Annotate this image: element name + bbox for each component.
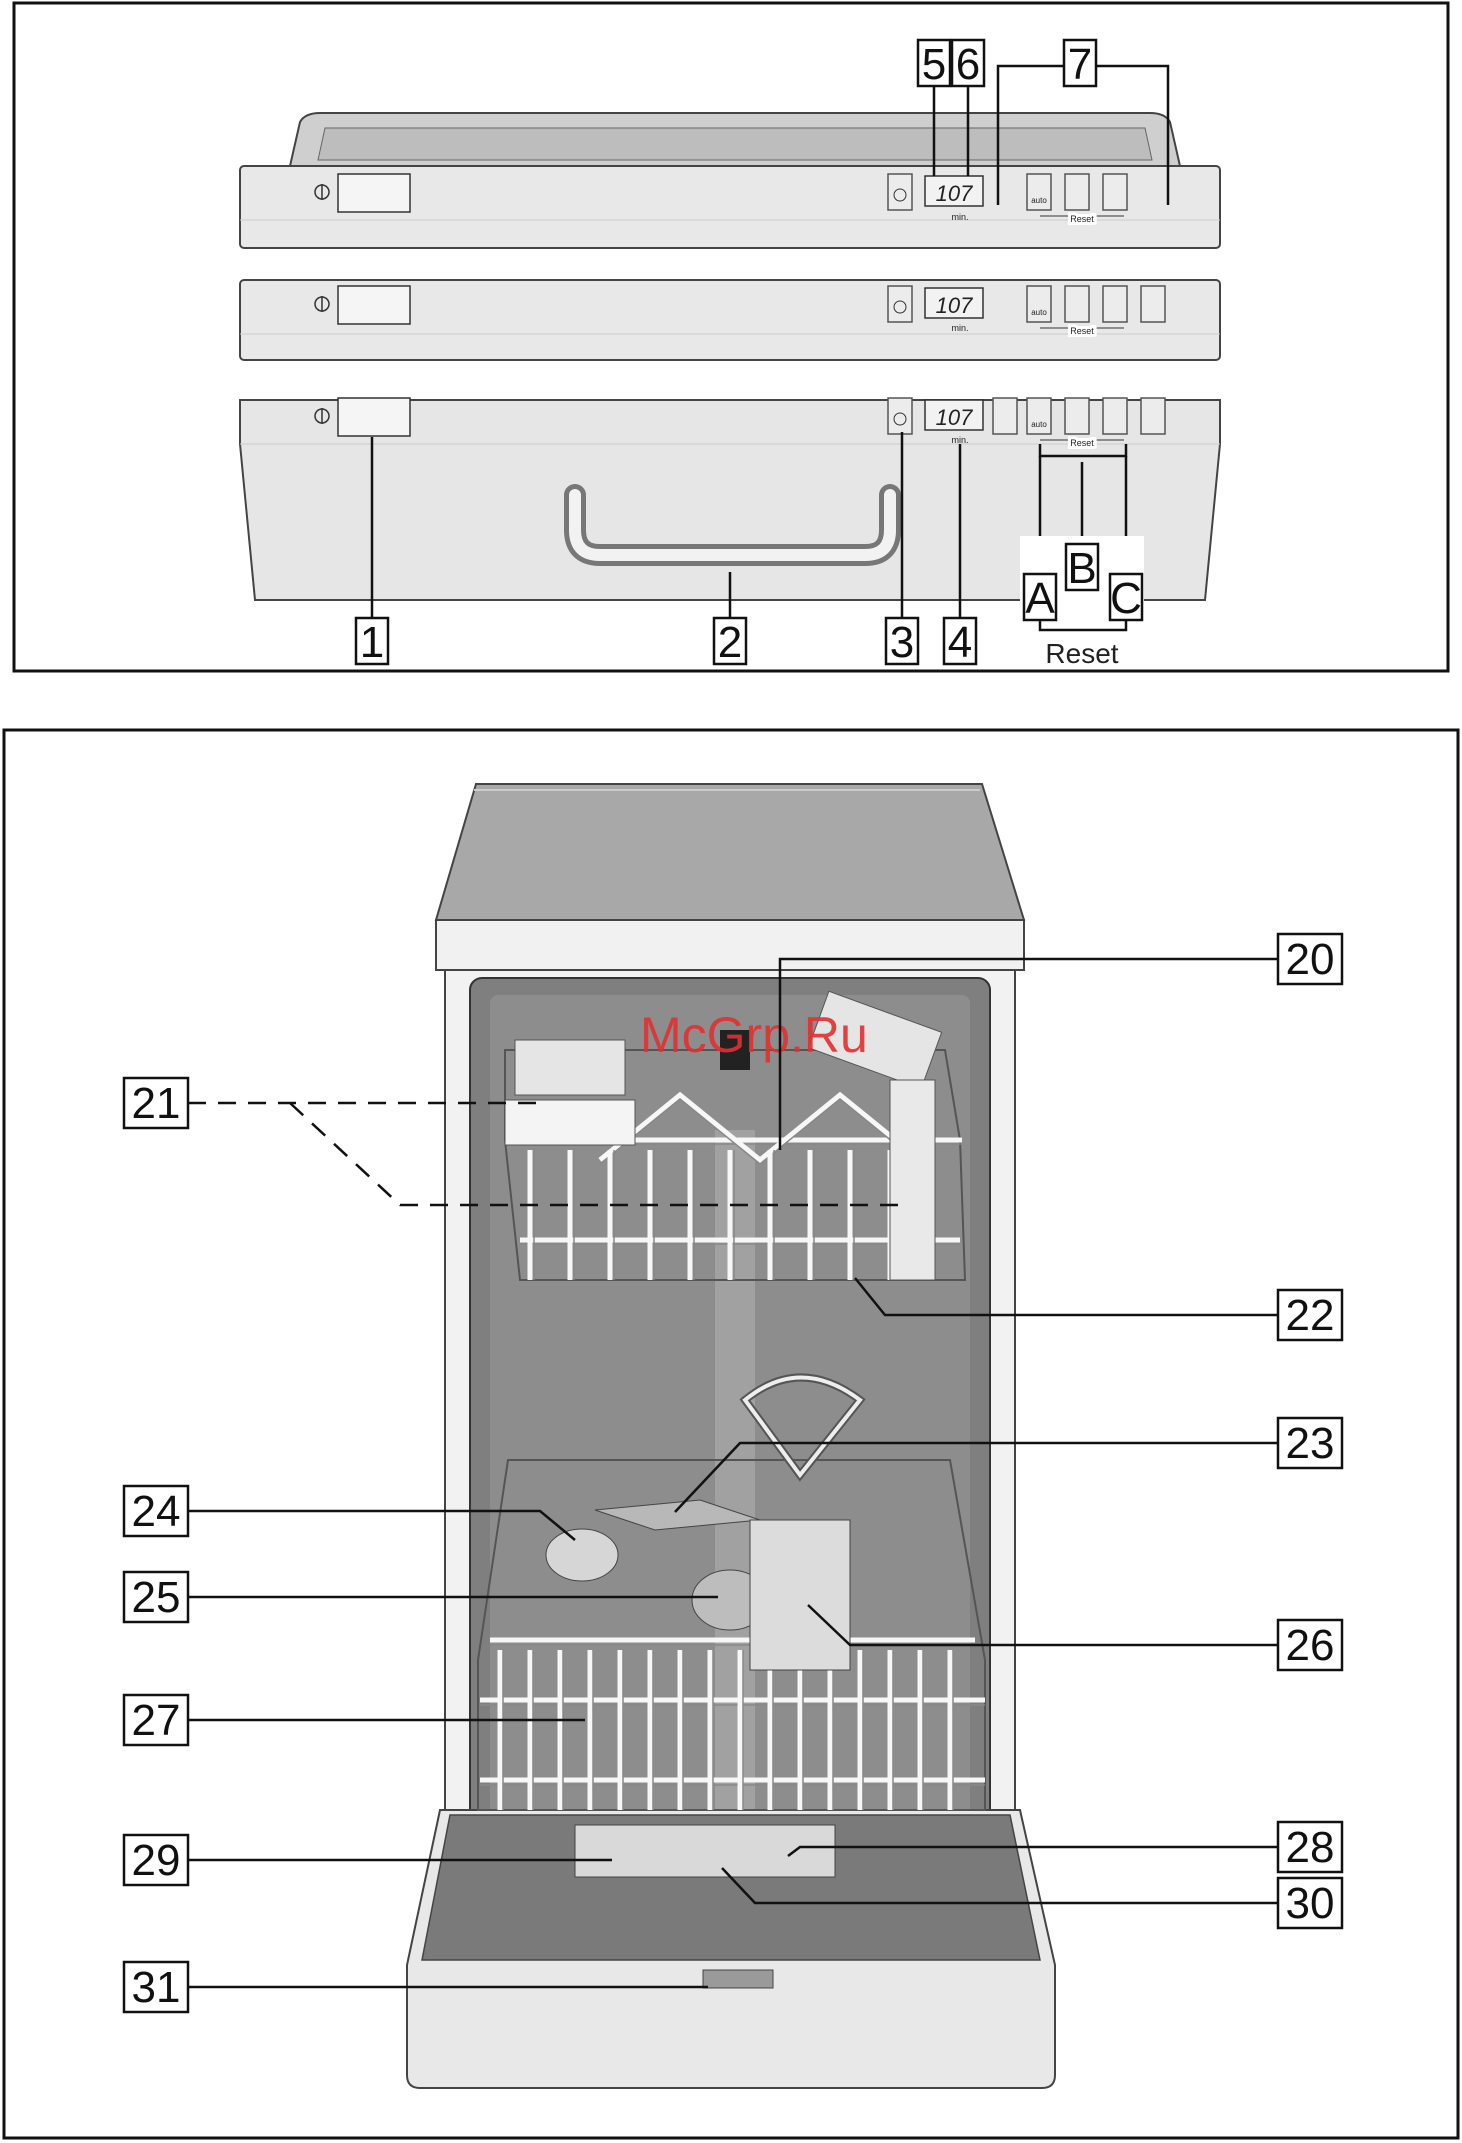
svg-text:28: 28 [1286, 1823, 1335, 1872]
svg-text:7: 7 [1068, 40, 1092, 89]
salt-container-cap [546, 1529, 618, 1581]
auto-label: auto [1031, 308, 1047, 317]
dishwasher-top [436, 784, 1024, 920]
program-eco-button[interactable] [1065, 174, 1089, 210]
watermark: McGrp.Ru [640, 1007, 868, 1063]
svg-text:5: 5 [922, 40, 946, 89]
svg-text:23: 23 [1286, 1419, 1335, 1468]
reset-small-label: Reset [1070, 438, 1094, 448]
svg-text:4: 4 [948, 618, 972, 667]
svg-text:A: A [1025, 574, 1055, 623]
auto-label: auto [1031, 196, 1047, 205]
timer-button[interactable] [888, 174, 912, 210]
svg-text:30: 30 [1286, 1879, 1335, 1928]
knife-shelf [505, 1100, 635, 1145]
display-unit: min. [951, 323, 968, 333]
svg-text:21: 21 [132, 1079, 181, 1128]
program-intensive-button[interactable] [1103, 286, 1127, 322]
worktop-edge [436, 920, 1024, 970]
display-value: 107 [936, 181, 973, 206]
svg-text:26: 26 [1286, 1621, 1335, 1670]
svg-text:31: 31 [132, 1963, 181, 2012]
svg-text:6: 6 [956, 40, 980, 89]
svg-text:20: 20 [1286, 935, 1335, 984]
control-panel-1: 107 min. auto Reset Reset [240, 113, 1220, 248]
dishwasher [407, 784, 1055, 2088]
program-eco-button[interactable] [1065, 398, 1089, 434]
main-switch[interactable] [338, 398, 410, 436]
svg-text:27: 27 [132, 1696, 181, 1745]
program-rinse-button[interactable] [1141, 398, 1165, 434]
display-value: 107 [936, 293, 973, 318]
timer-button[interactable] [888, 398, 912, 434]
display-unit: min. [951, 435, 968, 445]
svg-text:B: B [1067, 544, 1096, 593]
dishes-button[interactable] [993, 398, 1017, 434]
control-panel-2: 107 min. auto Reset Reset [240, 280, 1220, 360]
reset-small-label: Reset [1070, 214, 1094, 224]
program-rinse-button[interactable] [1141, 286, 1165, 322]
svg-text:C: C [1110, 574, 1142, 623]
reset-label: Reset [1045, 638, 1118, 669]
program-intensive-button[interactable] [1103, 398, 1127, 434]
main-switch[interactable] [338, 286, 410, 324]
main-switch[interactable] [338, 174, 410, 212]
svg-text:2: 2 [718, 618, 742, 667]
svg-text:29: 29 [132, 1836, 181, 1885]
reset-small-label: Reset [1070, 326, 1094, 336]
svg-text:25: 25 [132, 1573, 181, 1622]
display-unit: min. [951, 212, 968, 222]
auto-label: auto [1031, 420, 1047, 429]
cup-rack-left [515, 1040, 625, 1095]
program-eco-button[interactable] [1065, 286, 1089, 322]
cutlery-drawer-side [890, 1080, 935, 1280]
display-value: 107 [936, 405, 973, 430]
svg-text:24: 24 [132, 1487, 181, 1536]
timer-button[interactable] [888, 286, 912, 322]
svg-text:3: 3 [890, 618, 914, 667]
cutlery-basket[interactable] [750, 1520, 850, 1670]
svg-text:22: 22 [1286, 1291, 1335, 1340]
program-intensive-button[interactable] [1103, 174, 1127, 210]
svg-text:1: 1 [360, 618, 384, 667]
type-plate [703, 1970, 773, 1988]
